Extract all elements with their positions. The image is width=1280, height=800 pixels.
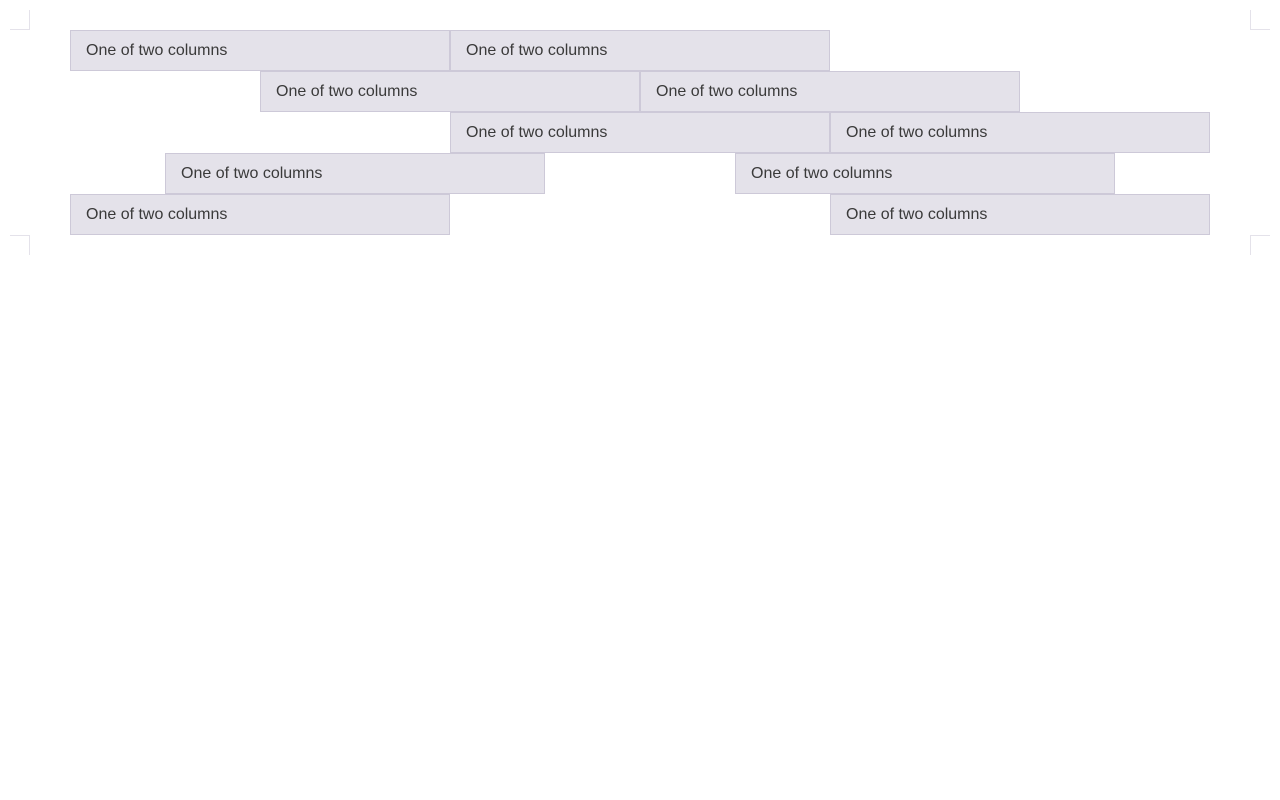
crop-mark-top-right	[1250, 10, 1270, 30]
grid-row: One of two columns One of two columns	[70, 30, 1210, 71]
grid-container: One of two columns One of two columns On…	[70, 30, 1210, 235]
crop-mark-bottom-left	[10, 235, 30, 255]
grid-column: One of two columns	[450, 112, 830, 153]
grid-column: One of two columns	[165, 153, 545, 194]
grid-column: One of two columns	[735, 153, 1115, 194]
grid-row: One of two columns One of two columns	[70, 153, 1210, 194]
grid-row: One of two columns One of two columns	[70, 71, 1210, 112]
grid-column: One of two columns	[70, 194, 450, 235]
grid-column: One of two columns	[830, 112, 1210, 153]
grid-column: One of two columns	[640, 71, 1020, 112]
grid-row: One of two columns One of two columns	[70, 194, 1210, 235]
grid-column: One of two columns	[260, 71, 640, 112]
grid-column: One of two columns	[830, 194, 1210, 235]
crop-mark-top-left	[10, 10, 30, 30]
grid-column: One of two columns	[450, 30, 830, 71]
grid-row: One of two columns One of two columns	[70, 112, 1210, 153]
crop-mark-bottom-right	[1250, 235, 1270, 255]
grid-column: One of two columns	[70, 30, 450, 71]
